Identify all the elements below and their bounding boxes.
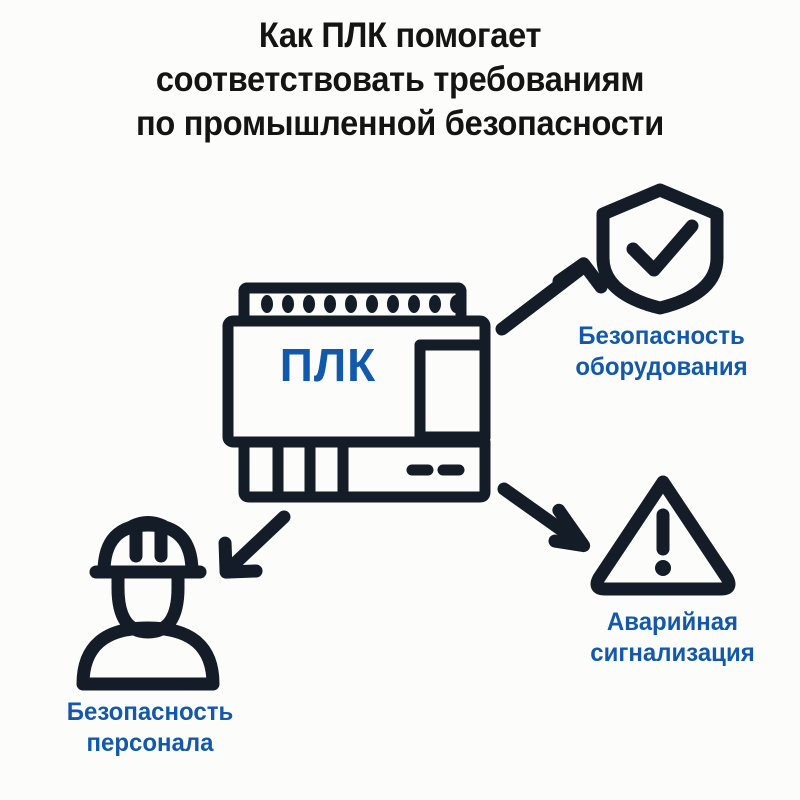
caption-emergency-alarm: Аварийная сигнализация bbox=[550, 607, 795, 669]
worker-helmet-icon bbox=[76, 516, 220, 691]
plc-label: ПЛК bbox=[279, 339, 377, 391]
warning-triangle-icon bbox=[590, 475, 736, 596]
caption-equipment-line-1: Безопасность bbox=[578, 322, 745, 350]
page-title-line-2: соответствовать требованиям bbox=[155, 60, 645, 99]
caption-equipment-safety: Безопасность оборудования bbox=[529, 321, 795, 383]
caption-personnel-line-1: Безопасность bbox=[66, 698, 234, 726]
caption-alarm-line-1: Аварийная bbox=[606, 608, 739, 636]
caption-equipment-line-2: оборудования bbox=[575, 353, 748, 381]
caption-personnel-line-2: персонала bbox=[86, 729, 214, 757]
page-title: Как ПЛК помогает соответствовать требова… bbox=[28, 14, 772, 146]
plc-terminal-pins bbox=[261, 295, 462, 313]
arrow-to-alarm bbox=[497, 482, 591, 553]
caption-personnel-safety: Безопасность персонала bbox=[16, 697, 285, 759]
arrow-to-equipment bbox=[495, 257, 608, 336]
page-title-line-1: Как ПЛК помогает bbox=[258, 16, 542, 55]
caption-alarm-line-2: сигнализация bbox=[590, 639, 755, 667]
plc-body bbox=[222, 315, 491, 448]
arrow-to-personnel bbox=[218, 510, 291, 579]
page-title-line-3: по промышленной безопасности bbox=[136, 104, 664, 143]
warning-exclamation-dot bbox=[655, 560, 671, 576]
shield-check-icon bbox=[596, 183, 724, 315]
plc-display-panel bbox=[414, 339, 491, 443]
plc-base bbox=[238, 436, 491, 503]
plc-controller-icon bbox=[222, 282, 491, 503]
